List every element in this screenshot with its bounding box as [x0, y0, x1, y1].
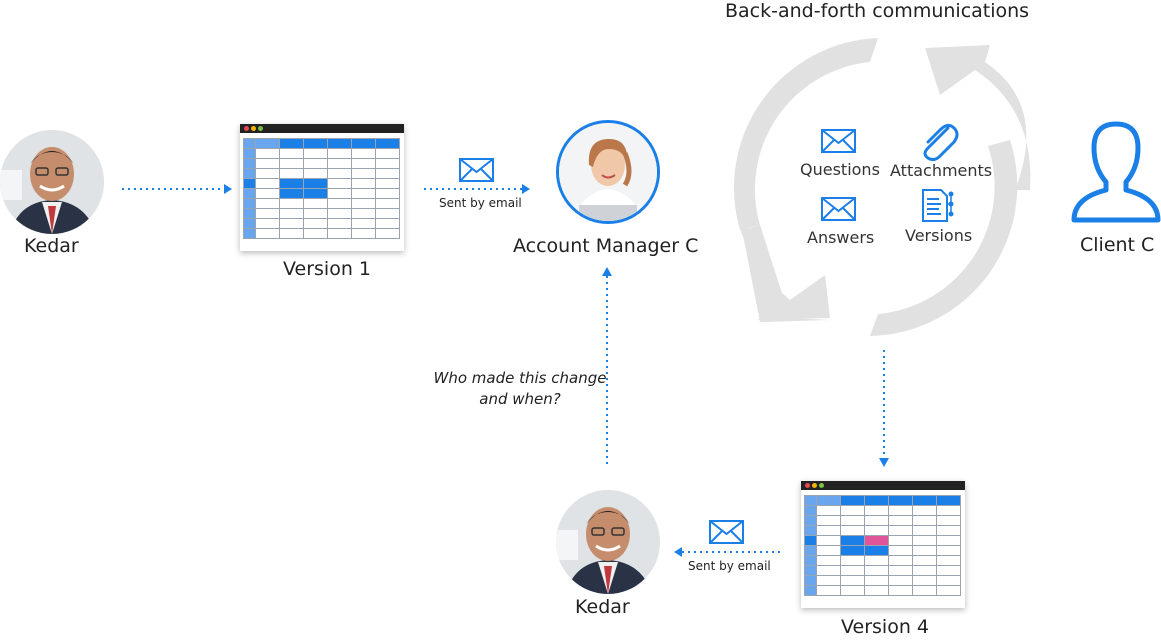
kedar-top-label: Kedar — [24, 235, 79, 257]
envelope-icon — [821, 129, 856, 153]
window-bar — [801, 481, 965, 490]
user-outline-icon — [1071, 121, 1161, 223]
version1-label: Version 1 — [283, 258, 371, 280]
version4-label: Version 4 — [841, 616, 929, 638]
attachments-label: Attachments — [890, 161, 993, 180]
account-manager-label: Account Manager C — [513, 235, 699, 257]
questions-label: Questions — [800, 160, 880, 179]
envelope-icon — [709, 520, 744, 544]
versions-label: Versions — [905, 226, 973, 245]
answers-label: Answers — [807, 228, 875, 247]
account-manager-avatar — [556, 120, 660, 224]
arrow-cycle-to-version4 — [879, 350, 889, 467]
change-question-line1: Who made this change — [433, 369, 607, 387]
arrow-kedar-to-version1 — [122, 184, 232, 194]
kedar-bottom-label: Kedar — [575, 596, 630, 618]
sent-by-email-bottom: Sent by email — [688, 559, 771, 573]
sent-by-email-top: Sent by email — [439, 196, 522, 210]
arrow-version4-to-kedar — [674, 547, 782, 557]
person-photo-icon — [556, 490, 660, 594]
window-bar — [240, 124, 404, 133]
arrow-kedar-to-manager — [602, 267, 612, 468]
version4-spreadsheet — [801, 481, 965, 608]
person-photo-icon — [0, 130, 104, 234]
change-question: Who made this change and when? — [430, 368, 610, 410]
kedar-avatar — [0, 130, 104, 234]
diagram-title: Back-and-forth communications — [725, 0, 1030, 22]
envelope-icon — [459, 158, 494, 182]
spreadsheet-grid — [804, 495, 961, 596]
document-versions-icon — [922, 189, 954, 222]
client-label: Client C — [1080, 234, 1155, 256]
arrow-version1-to-manager — [424, 184, 530, 194]
person-photo-icon — [559, 123, 657, 221]
kedar-bottom-avatar — [556, 490, 660, 594]
spreadsheet-grid — [243, 138, 400, 239]
change-question-line2: and when? — [479, 390, 561, 408]
envelope-icon — [821, 197, 856, 221]
paperclip-icon — [923, 123, 959, 162]
version1-spreadsheet — [240, 124, 404, 251]
